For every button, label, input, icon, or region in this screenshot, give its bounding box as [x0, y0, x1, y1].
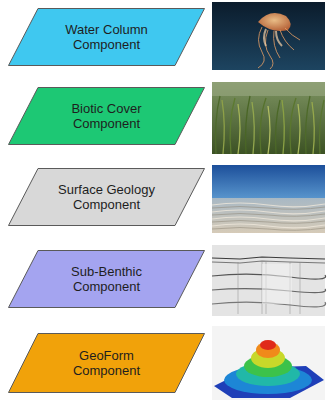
parallelogram-fill — [9, 169, 205, 226]
component-parallelogram: Sub-Benthic Component — [8, 250, 205, 308]
component-label: Water Column Component — [48, 22, 166, 52]
parallelogram-fill — [9, 334, 205, 393]
component-parallelogram: Biotic Cover Component — [8, 87, 205, 145]
seabed-photo — [212, 165, 325, 233]
parallelogram-fill — [9, 251, 205, 308]
component-parallelogram: GeoForm Component — [8, 333, 205, 393]
bathymetry-photo — [212, 326, 325, 400]
component-label: Sub-Benthic Component — [48, 264, 166, 294]
parallelogram-fill — [9, 9, 205, 66]
component-parallelogram: Surface Geology Component — [8, 168, 205, 226]
component-label: Surface Geology Component — [48, 182, 166, 212]
label-area: Biotic Cover Component — [44, 87, 169, 145]
parallelogram-fill — [9, 88, 205, 145]
jellyfish-photo — [212, 2, 325, 70]
label-area: Water Column Component — [44, 8, 169, 66]
component-label: GeoForm Component — [48, 348, 166, 378]
component-label: Biotic Cover Component — [48, 101, 166, 131]
component-parallelogram: Water Column Component — [8, 8, 205, 66]
label-area: Sub-Benthic Component — [44, 250, 169, 308]
seagrass-photo — [212, 82, 325, 154]
label-area: Surface Geology Component — [44, 168, 169, 226]
label-area: GeoForm Component — [44, 333, 169, 393]
seismic-profile-photo — [212, 245, 326, 316]
